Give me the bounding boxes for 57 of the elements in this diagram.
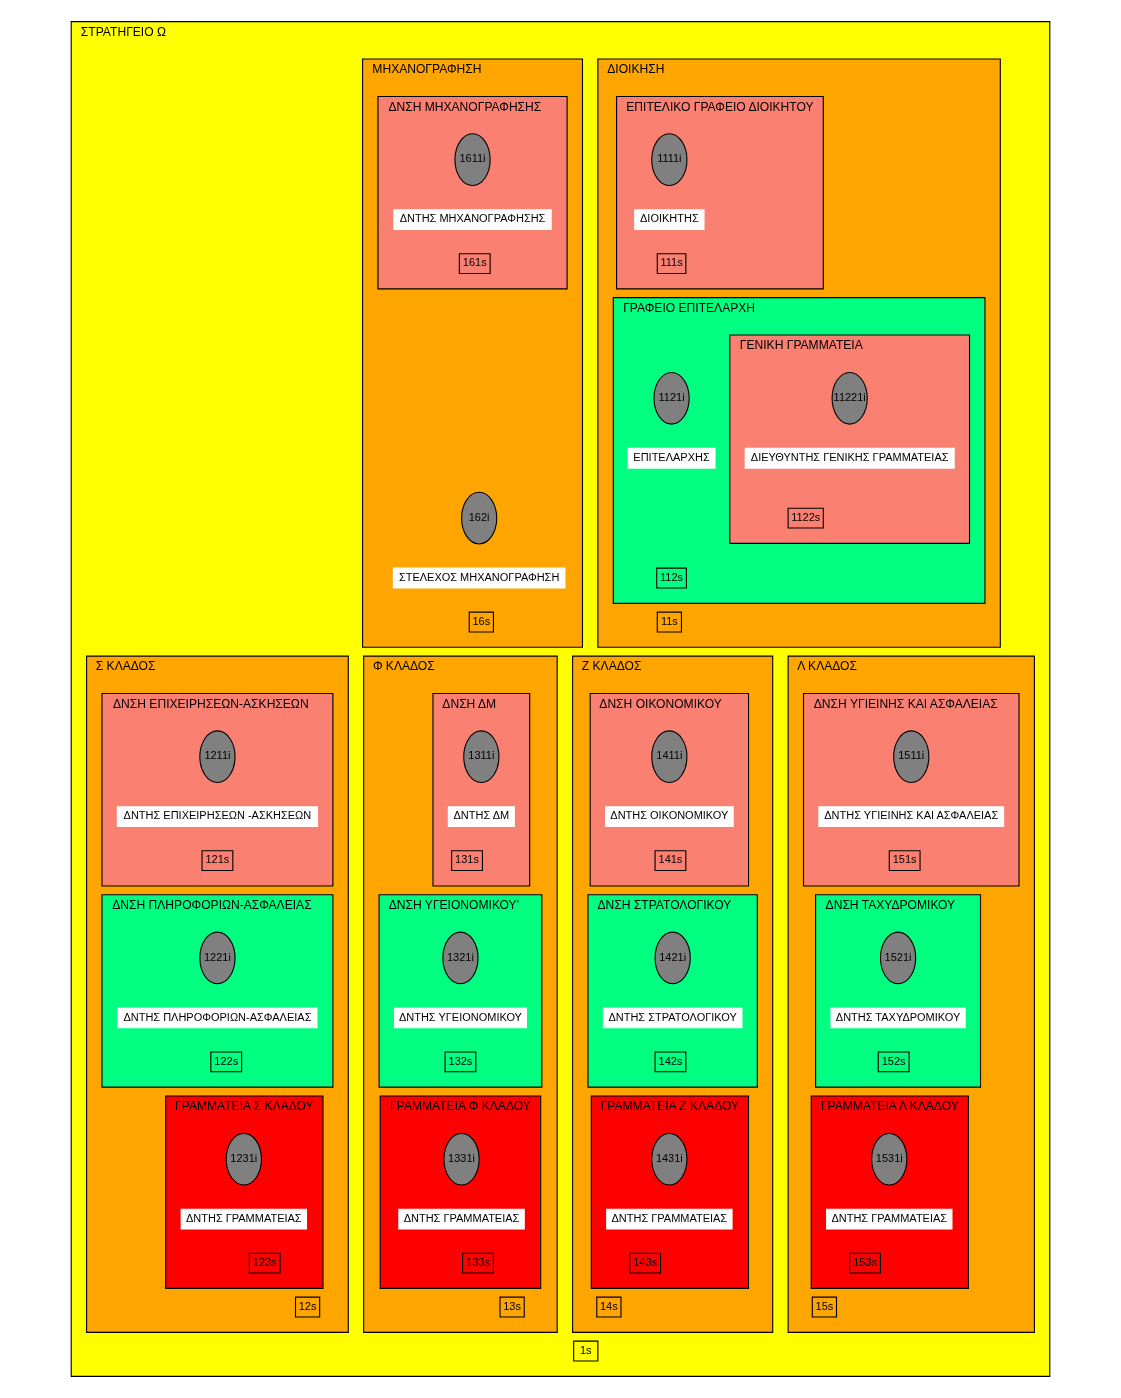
node-label: ΣΤΕΛΕΧΟΣ ΜΗΧΑΝΟΓΡΑΦΗΣΗ bbox=[398, 570, 560, 583]
node-box: 1s bbox=[573, 1340, 599, 1362]
node-label: ΔΝΤΗΣ ΔΜ bbox=[453, 809, 510, 822]
node-ellipse: 1321i bbox=[442, 931, 479, 985]
node-ellipse: 1611i bbox=[454, 133, 491, 187]
node-ellipse: 1431i bbox=[651, 1132, 688, 1186]
node-box: 122s bbox=[210, 1051, 243, 1073]
node-label: ΔΝΤΗΣ ΕΠΙΧΕΙΡΗΣΕΩΝ -ΑΣΚΗΣΕΩΝ bbox=[123, 809, 312, 822]
node-box: 143s bbox=[629, 1252, 662, 1274]
node-box: 121s bbox=[201, 850, 234, 872]
node-ellipse: 1411i bbox=[651, 730, 688, 784]
node-ellipse: 1511i bbox=[893, 730, 930, 784]
node-box: 111s bbox=[656, 253, 687, 275]
node-label: ΔΝΤΗΣ ΥΓΕΙΟΝΟΜΙΚΟΥ bbox=[398, 1010, 522, 1023]
node-label: ΔΝΤΗΣ ΠΛΗΡΟΦΟΡΙΩΝ-ΑΣΦΑΛΕΙΑΣ bbox=[123, 1010, 312, 1023]
node-box: 11s bbox=[656, 611, 682, 633]
node-box: 132s bbox=[444, 1051, 477, 1073]
node-label: ΔΝΤΗΣ ΓΡΑΜΜΑΤΕΙΑΣ bbox=[611, 1211, 728, 1224]
node-ellipse: 1111i bbox=[651, 133, 688, 187]
node-box: 15s bbox=[811, 1296, 838, 1318]
node-box: 141s bbox=[654, 850, 687, 872]
node-box: 112s bbox=[656, 567, 687, 589]
node-ellipse: 1531i bbox=[871, 1132, 908, 1186]
node-box: 161s bbox=[458, 253, 491, 275]
node-ellipse: 1331i bbox=[443, 1132, 480, 1186]
node-ellipse: 1121i bbox=[653, 371, 690, 425]
node-ellipse: 1211i bbox=[199, 730, 236, 784]
node-label: ΔΙΟΙΚΗΤΗΣ bbox=[640, 212, 699, 225]
node-label: ΔΝΤΗΣ ΣΤΡΑΤΟΛΟΓΙΚΟΥ bbox=[608, 1010, 737, 1023]
node-label: ΔΝΤΗΣ ΟΙΚΟΝΟΜΙΚΟΥ bbox=[610, 809, 729, 822]
node-label: ΔΝΤΗΣ ΓΡΑΜΜΑΤΕΙΑΣ bbox=[831, 1211, 948, 1224]
node-box: 152s bbox=[877, 1051, 910, 1073]
node-ellipse: 11221i bbox=[831, 371, 868, 425]
node-box: 131s bbox=[451, 850, 483, 872]
node-box: 123s bbox=[248, 1252, 281, 1274]
node-label: ΔΙΕΥΘΥΝΤΗΣ ΓΕΝΙΚΗΣ ΓΡΑΜΜΑΤΕΙΑΣ bbox=[750, 450, 949, 463]
node-ellipse: 162i bbox=[461, 491, 498, 545]
node-ellipse: 1311i bbox=[463, 730, 500, 784]
node-ellipse: 1231i bbox=[225, 1132, 262, 1186]
node-ellipse: 1221i bbox=[199, 931, 236, 985]
node-box: 142s bbox=[654, 1051, 687, 1073]
node-label: ΔΝΤΗΣ ΜΗΧΑΝΟΓΡΑΦΗΣΗΣ bbox=[399, 212, 546, 225]
node-label: ΕΠΙΤΕΛΑΡΧΗΣ bbox=[633, 450, 710, 463]
node-box: 16s bbox=[468, 611, 494, 633]
node-label: ΔΝΤΗΣ ΤΑΧΥΔΡΟΜΙΚΟΥ bbox=[835, 1010, 961, 1023]
node-box: 1122s bbox=[787, 507, 824, 529]
node-ellipse: 1421i bbox=[654, 931, 691, 985]
node-ellipse: 1521i bbox=[879, 931, 917, 985]
node-label: ΔΝΤΗΣ ΥΓΙΕΙΝΗΣ ΚΑΙ ΑΣΦΑΛΕΙΑΣ bbox=[824, 809, 999, 822]
node-label: ΔΝΤΗΣ ΓΡΑΜΜΑΤΕΙΑΣ bbox=[185, 1211, 302, 1224]
node-box: 151s bbox=[888, 850, 921, 872]
node-box: 14s bbox=[596, 1296, 622, 1318]
node-box: 12s bbox=[294, 1296, 321, 1318]
node-box: 133s bbox=[462, 1252, 494, 1274]
node-box: 153s bbox=[849, 1252, 881, 1274]
node-box: 13s bbox=[499, 1296, 525, 1318]
node-label: ΔΝΤΗΣ ΓΡΑΜΜΑΤΕΙΑΣ bbox=[403, 1211, 520, 1224]
